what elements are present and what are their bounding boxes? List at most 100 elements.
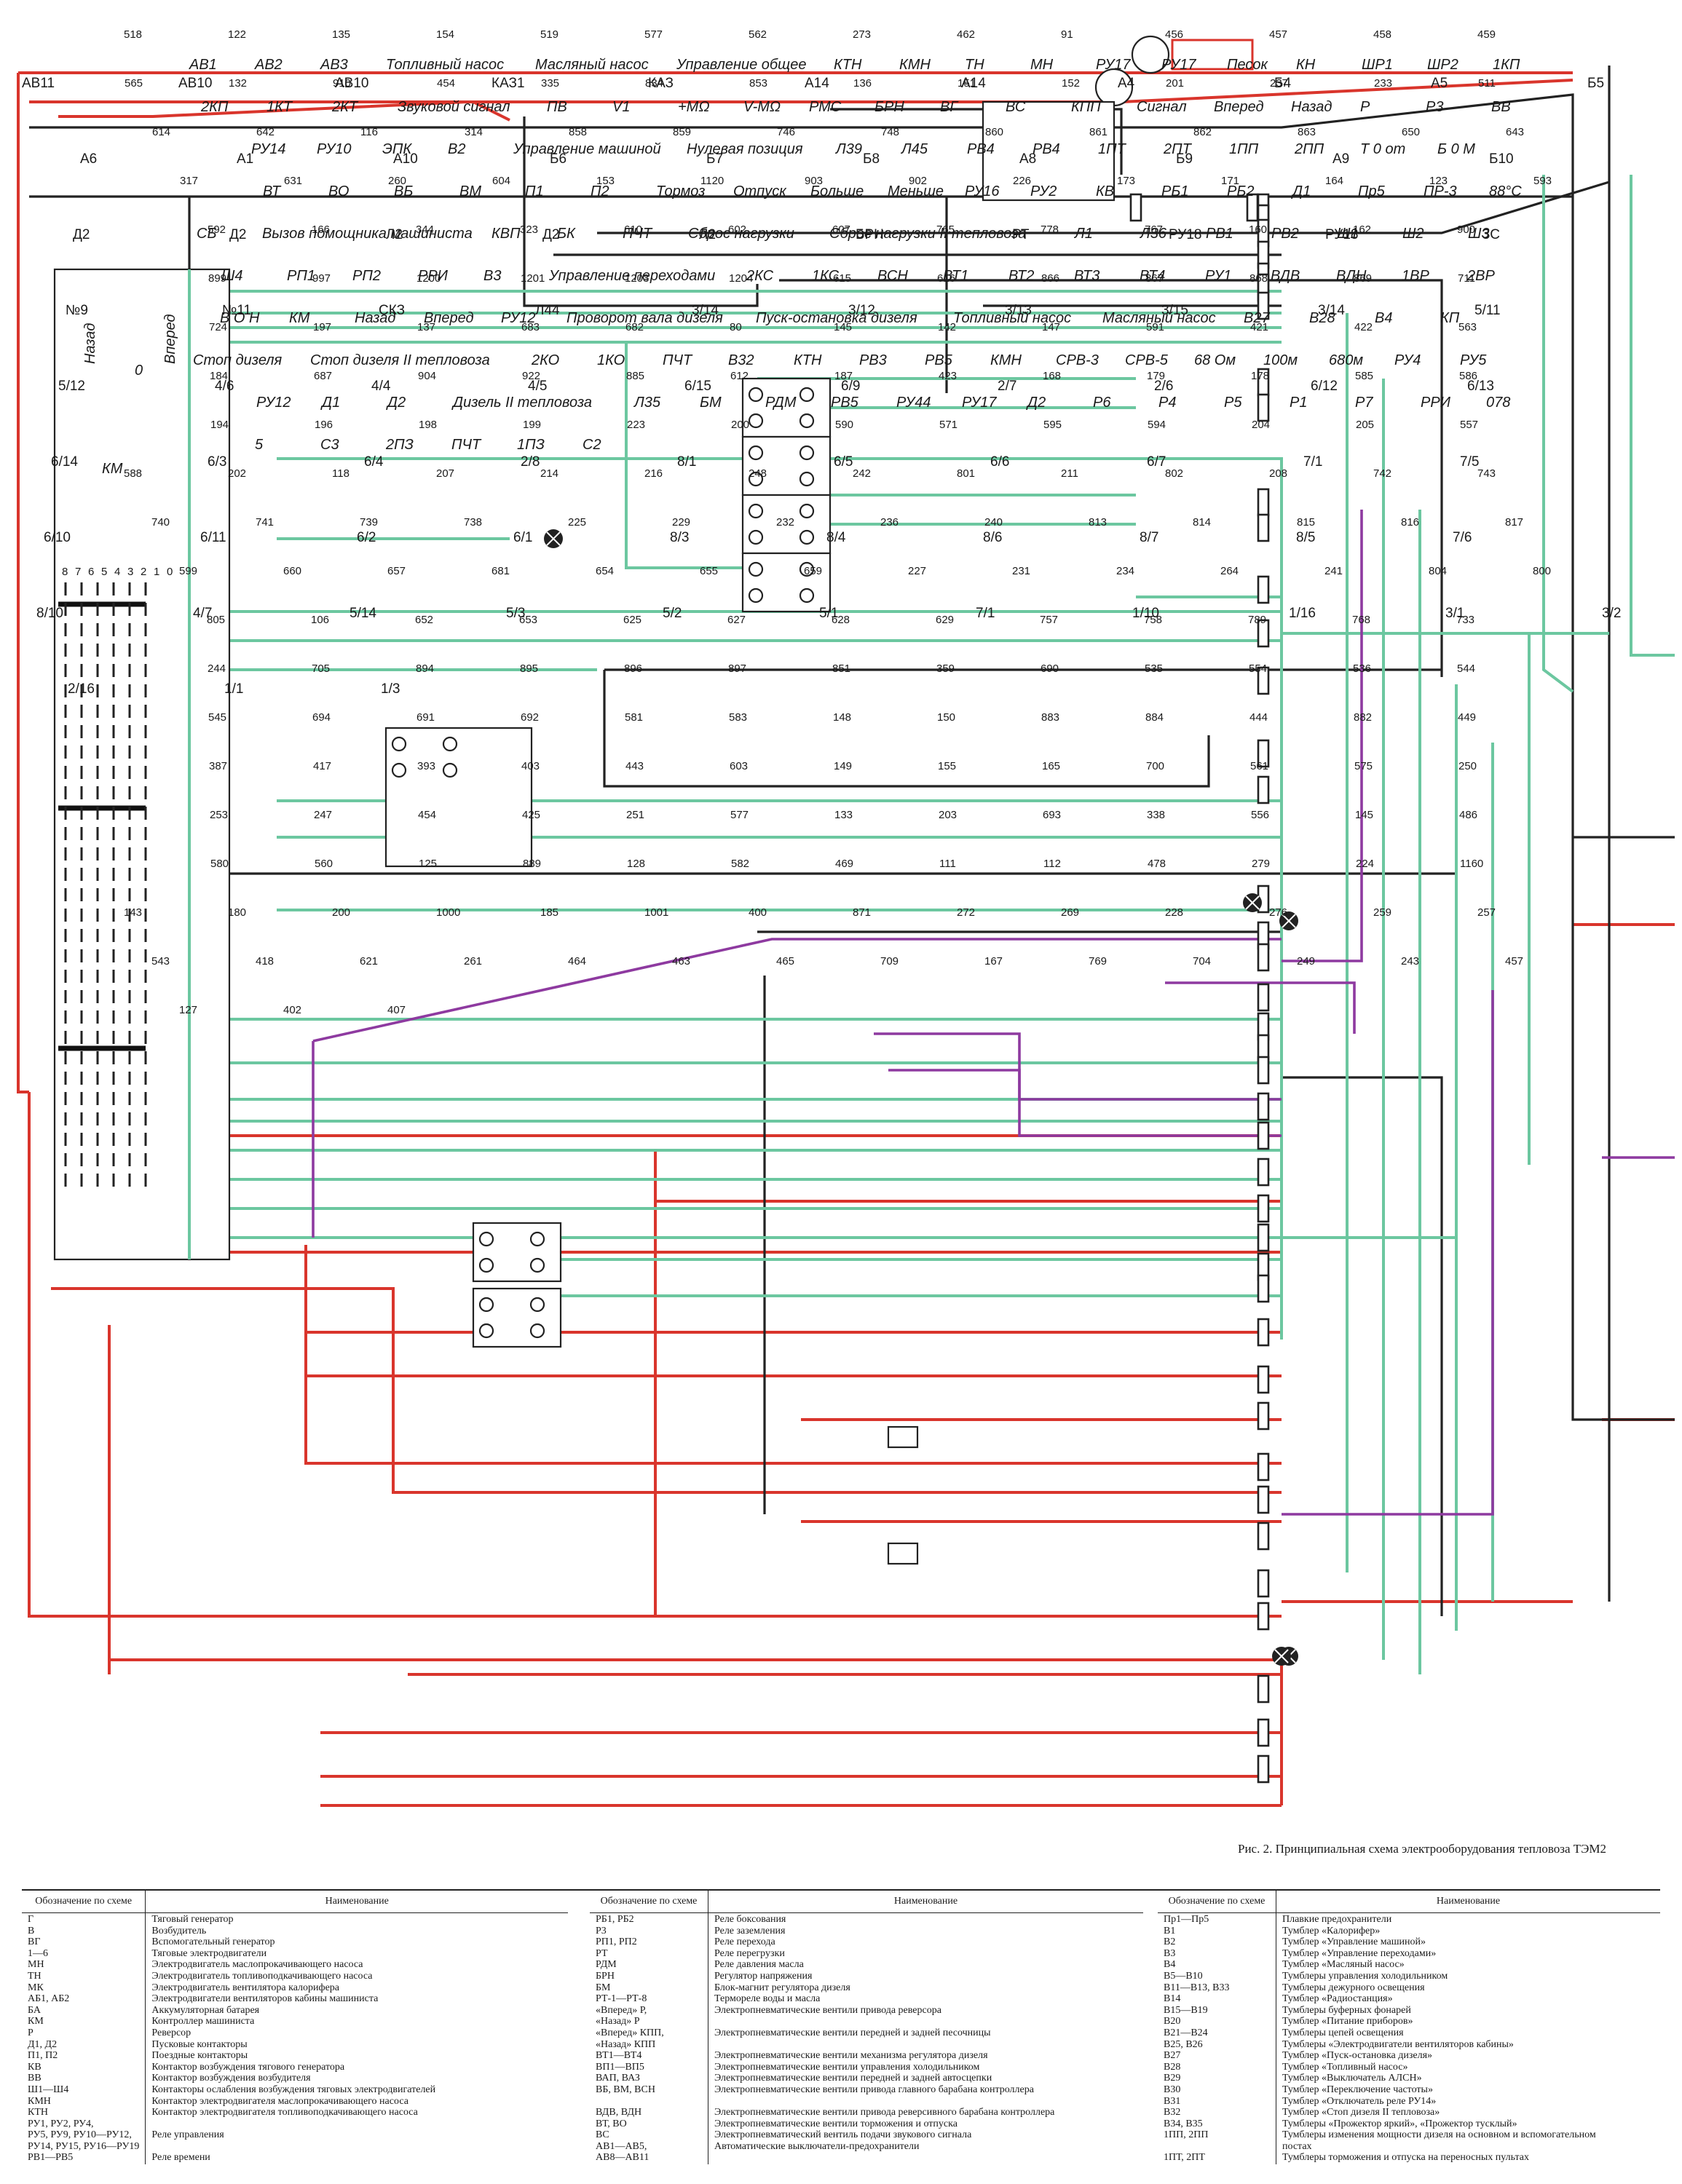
terminal-label: А14 xyxy=(805,76,829,91)
wire-number: 148 xyxy=(833,711,851,724)
device-label: 1ПЗ xyxy=(517,437,545,453)
wire-number: 692 xyxy=(521,711,539,724)
legend-line: ВТ, ВО xyxy=(596,2118,627,2129)
device-label: ВС xyxy=(1006,99,1026,115)
device-label: 2КТ xyxy=(331,99,359,115)
terminal-label: Б8 xyxy=(863,151,880,167)
terminal-label: 4/5 xyxy=(528,379,547,394)
legend-line: Тумблеры дежурного освещения xyxy=(1282,1982,1425,1993)
legend-line: В29 xyxy=(1164,2073,1181,2084)
device-label: КН xyxy=(1296,57,1316,73)
wire-number: 417 xyxy=(313,760,331,772)
km-position-label: 1 xyxy=(154,566,159,578)
wire-number: 242 xyxy=(853,467,871,480)
wire-number: 583 xyxy=(729,711,747,724)
device-label: Управление машиной xyxy=(513,141,661,157)
legend-line: Электродвигатель топливоподкачивающего н… xyxy=(151,1970,373,1982)
terminal-label: 2/7 xyxy=(998,379,1016,394)
wire-number: 903 xyxy=(805,175,823,187)
km-position-label: 6 xyxy=(88,566,94,578)
wire-number: 867 xyxy=(1145,272,1164,285)
legend-line: РВ1—РВ5 xyxy=(28,2152,74,2164)
device-label: Вперед xyxy=(424,310,474,326)
legend-line: Контакторы ослабления возбуждения тяговы… xyxy=(151,2084,436,2095)
device-label: Ш2 xyxy=(1402,226,1424,242)
wire-number: 393 xyxy=(417,760,435,772)
relay-coil xyxy=(1257,1674,1270,1704)
legend-line: КМН xyxy=(28,2095,51,2107)
wire-number: 457 xyxy=(1269,28,1287,41)
legend-line: ВТ1—ВТ4 xyxy=(596,2050,642,2062)
legend-line: Электродвигатель вентилятора калорифера xyxy=(151,1982,340,1993)
wire-number: 125 xyxy=(419,858,437,870)
wire-number: 418 xyxy=(256,955,274,968)
device-label: Р7 xyxy=(1355,395,1373,411)
wire-number: 629 xyxy=(936,614,954,626)
legend-line: В3 xyxy=(1164,1947,1176,1959)
wire-number: 250 xyxy=(1458,760,1477,772)
legend-line: В14 xyxy=(1164,1993,1181,2005)
wire-number: 802 xyxy=(1165,467,1183,480)
device-label: Управление переходами xyxy=(548,268,715,284)
wire-number: 801 xyxy=(957,467,975,480)
device-label: С2 xyxy=(583,437,601,453)
device-label: 680м xyxy=(1329,352,1363,368)
device-label: РУ16 xyxy=(965,183,1000,199)
wire-number: 400 xyxy=(749,906,767,919)
device-label: КМН xyxy=(990,352,1022,368)
legend-line: Электропневматические вентили передней и… xyxy=(714,2027,991,2038)
wire-number: 444 xyxy=(1249,711,1268,724)
wire-number: 233 xyxy=(1374,77,1392,90)
legend-line: ВП1—ВП5 xyxy=(596,2061,644,2073)
wire-number: 244 xyxy=(208,662,226,675)
legend-line: Реле заземления xyxy=(714,1925,786,1936)
legend-line: Реле перехода xyxy=(714,1936,775,1948)
terminal-label: 3/13 xyxy=(1005,303,1032,318)
wire-number: 643 xyxy=(1506,126,1524,138)
wire-number: 1203 xyxy=(625,272,649,285)
legend-line: Реле боксования xyxy=(714,1914,786,1925)
relay-coil xyxy=(1257,575,1270,604)
legend-line: КТН xyxy=(28,2107,48,2118)
wire-number: 454 xyxy=(418,809,436,821)
legend-line: Тумблеры цепей освещения xyxy=(1282,2027,1404,2038)
switch-contact xyxy=(748,587,764,604)
device-label: БК xyxy=(557,226,576,242)
terminal-label: АВ11 xyxy=(22,76,55,91)
wire-number: 224 xyxy=(1356,858,1374,870)
terminal-label: А4 xyxy=(1118,76,1135,91)
device-label: Больше xyxy=(810,183,864,199)
wire-number: 338 xyxy=(1147,809,1165,821)
terminal-label: 5/12 xyxy=(58,379,85,394)
device-label: ВТ4 xyxy=(1140,268,1165,284)
wire-number: 657 xyxy=(387,565,406,577)
legend-line: В11—В13, В33 xyxy=(1164,1982,1230,1993)
wire xyxy=(597,181,1610,234)
device-label: Меньше xyxy=(888,183,944,199)
relay-coil xyxy=(1257,1718,1270,1747)
device-label: Пр5 xyxy=(1358,183,1386,199)
wire-number: 205 xyxy=(1356,419,1374,431)
terminal-label: КАЗ1 xyxy=(491,76,525,91)
wire-number: 800 xyxy=(1533,565,1551,577)
legend-col-code-header: Обозначение по схеме xyxy=(22,1891,146,1913)
wire-number: 740 xyxy=(151,516,170,529)
terminal-label: 8/4 xyxy=(826,530,846,545)
wire-number: 519 xyxy=(540,28,558,41)
device-label: ТН xyxy=(965,57,984,73)
wire-number: 884 xyxy=(1145,711,1164,724)
relay-coil xyxy=(1257,1401,1270,1431)
relay-coil xyxy=(1257,943,1270,972)
device-label: РУ44 xyxy=(896,395,931,411)
wire-number: 260 xyxy=(388,175,406,187)
device-label: В4 xyxy=(1375,310,1392,326)
wire-number: 883 xyxy=(1041,711,1059,724)
legend-line: 1ПП, 2ПП xyxy=(1164,2129,1209,2141)
wire-number: 179 xyxy=(1147,370,1165,382)
indicator-lamp-cross xyxy=(1274,1649,1289,1663)
wire-number: 112 xyxy=(1043,858,1061,870)
wire-number: 257 xyxy=(1477,906,1496,919)
wire-number: 603 xyxy=(730,760,748,772)
